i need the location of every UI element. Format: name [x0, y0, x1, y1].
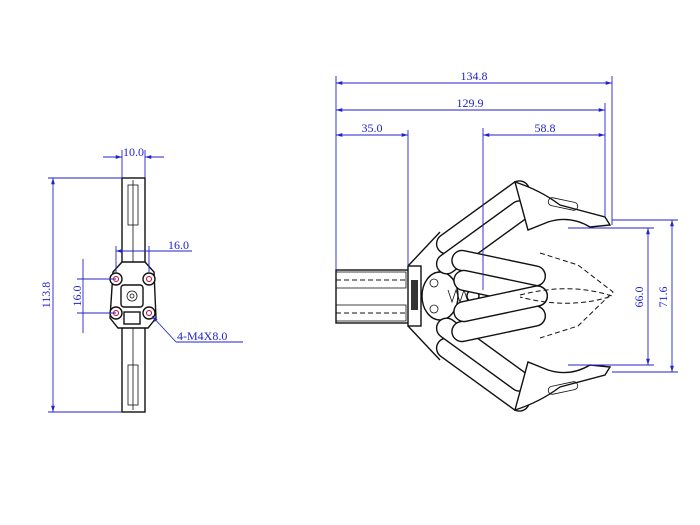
dim-overall-open-label: 134.8: [461, 69, 488, 83]
dim-hole-spacing-x-label: 16.0: [168, 238, 189, 252]
front-view: [335, 180, 614, 412]
side-view-dimensions: 10.0 113.8 16.0 16.0 4-M4X8.0: [39, 145, 243, 413]
dim-overall-label: 129.9: [457, 96, 484, 110]
dim-width-label: 10.0: [123, 145, 144, 159]
dim-hole-spacing-y-label: 16.0: [70, 286, 84, 307]
upper-finger: [435, 180, 612, 307]
dim-finger-label: 58.8: [535, 121, 556, 135]
side-view: [109, 177, 157, 413]
dim-outer-opening-label: 71.6: [656, 287, 670, 308]
front-view-dimensions: 134.8 129.9 35.0 58.8 66.0 71.6: [335, 69, 678, 373]
hole-callout-label: 4-M4X8.0: [177, 329, 227, 343]
dim-base-label: 35.0: [362, 121, 383, 135]
dim-inner-opening-label: 66.0: [632, 287, 646, 308]
lower-finger: [435, 285, 612, 412]
dim-height-label: 113.8: [39, 282, 53, 309]
